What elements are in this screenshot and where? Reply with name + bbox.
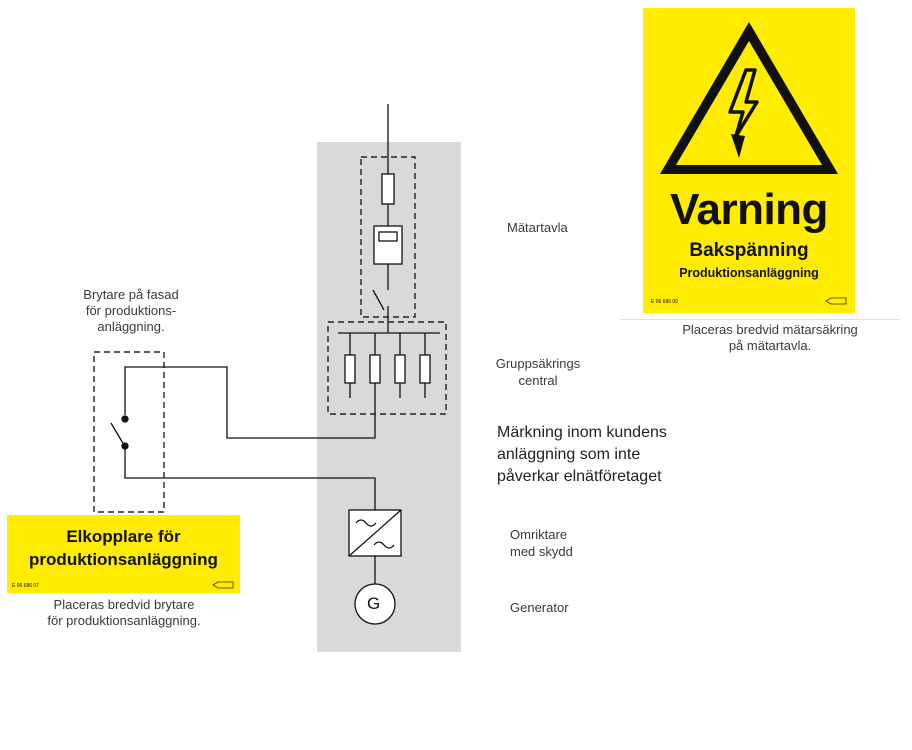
- switch-sign-caption-line2: för produktionsanläggning.: [47, 613, 201, 628]
- circuit-wire-inverter: [124, 449, 376, 510]
- label-omriktare-line1: Omriktare: [510, 527, 568, 542]
- caption-divider: [620, 319, 900, 320]
- sign-logo-icon: [212, 581, 234, 589]
- switch-sign-line2: produktionsanläggning: [29, 550, 218, 569]
- label-brytare-line3: anläggning.: [97, 319, 165, 334]
- warning-sign: Varning Bakspänning Produktionsanläggnin…: [643, 8, 855, 313]
- label-matartavla: Mätartavla: [507, 220, 568, 235]
- label-brytare-line1: Brytare på fasad: [83, 287, 179, 302]
- facade-switch-blade: [110, 422, 125, 446]
- circuit-wire-switch: [124, 366, 376, 439]
- facade-switch-box: [93, 351, 165, 513]
- main-switch: [372, 289, 385, 311]
- label-markning-line3: påverkar elnätföretaget: [497, 468, 662, 485]
- meter-board-box: [360, 156, 416, 318]
- label-grupp-line1: Gruppsäkrings: [495, 356, 581, 371]
- warning-sign-subtitle2: Produktionsanläggning: [679, 266, 819, 280]
- warning-sign-caption-line1: Placeras bredvid mätarsäkring: [682, 322, 858, 337]
- generator-symbol: [354, 583, 396, 625]
- group-fuse-1: [344, 354, 356, 384]
- warning-sign-code: E 06 686 00: [651, 299, 678, 305]
- switch-sign-code: E 06 686 07: [12, 583, 39, 589]
- switch-sign-line1: Elkopplare för: [66, 527, 181, 546]
- warning-sign-title: Varning: [670, 185, 828, 234]
- installation-panel: [317, 142, 461, 652]
- switch-sign-caption-line1: Placeras bredvid brytare: [53, 597, 195, 612]
- group-fuse-3: [394, 354, 406, 384]
- group-fuse-2: [369, 354, 381, 384]
- group-fuse-4: [419, 354, 431, 384]
- label-generator: Generator: [510, 600, 569, 615]
- generator-letter: G: [367, 594, 381, 613]
- label-grupp-line2: central: [518, 373, 558, 388]
- label-markning-line1: Märkning inom kundens: [497, 424, 667, 441]
- warning-sign-subtitle: Bakspänning: [689, 240, 809, 261]
- main-fuse: [381, 173, 395, 205]
- label-omriktare-line2: med skydd: [510, 544, 573, 559]
- high-voltage-warning-icon: [660, 22, 838, 174]
- facade-switch-contact-bottom: [121, 442, 129, 450]
- meter-display: [378, 231, 398, 242]
- group-fuse-box: [327, 321, 447, 415]
- label-markning-line2: anläggning som inte: [497, 446, 641, 463]
- label-brytare-line2: för produktions-: [85, 303, 177, 318]
- switch-sign: Elkopplare för produktionsanläggning E 0…: [7, 515, 240, 593]
- facade-switch-contact-top: [121, 415, 129, 423]
- warning-sign-caption-line2: på mätartavla.: [728, 338, 812, 353]
- sign-logo-icon: [825, 297, 847, 305]
